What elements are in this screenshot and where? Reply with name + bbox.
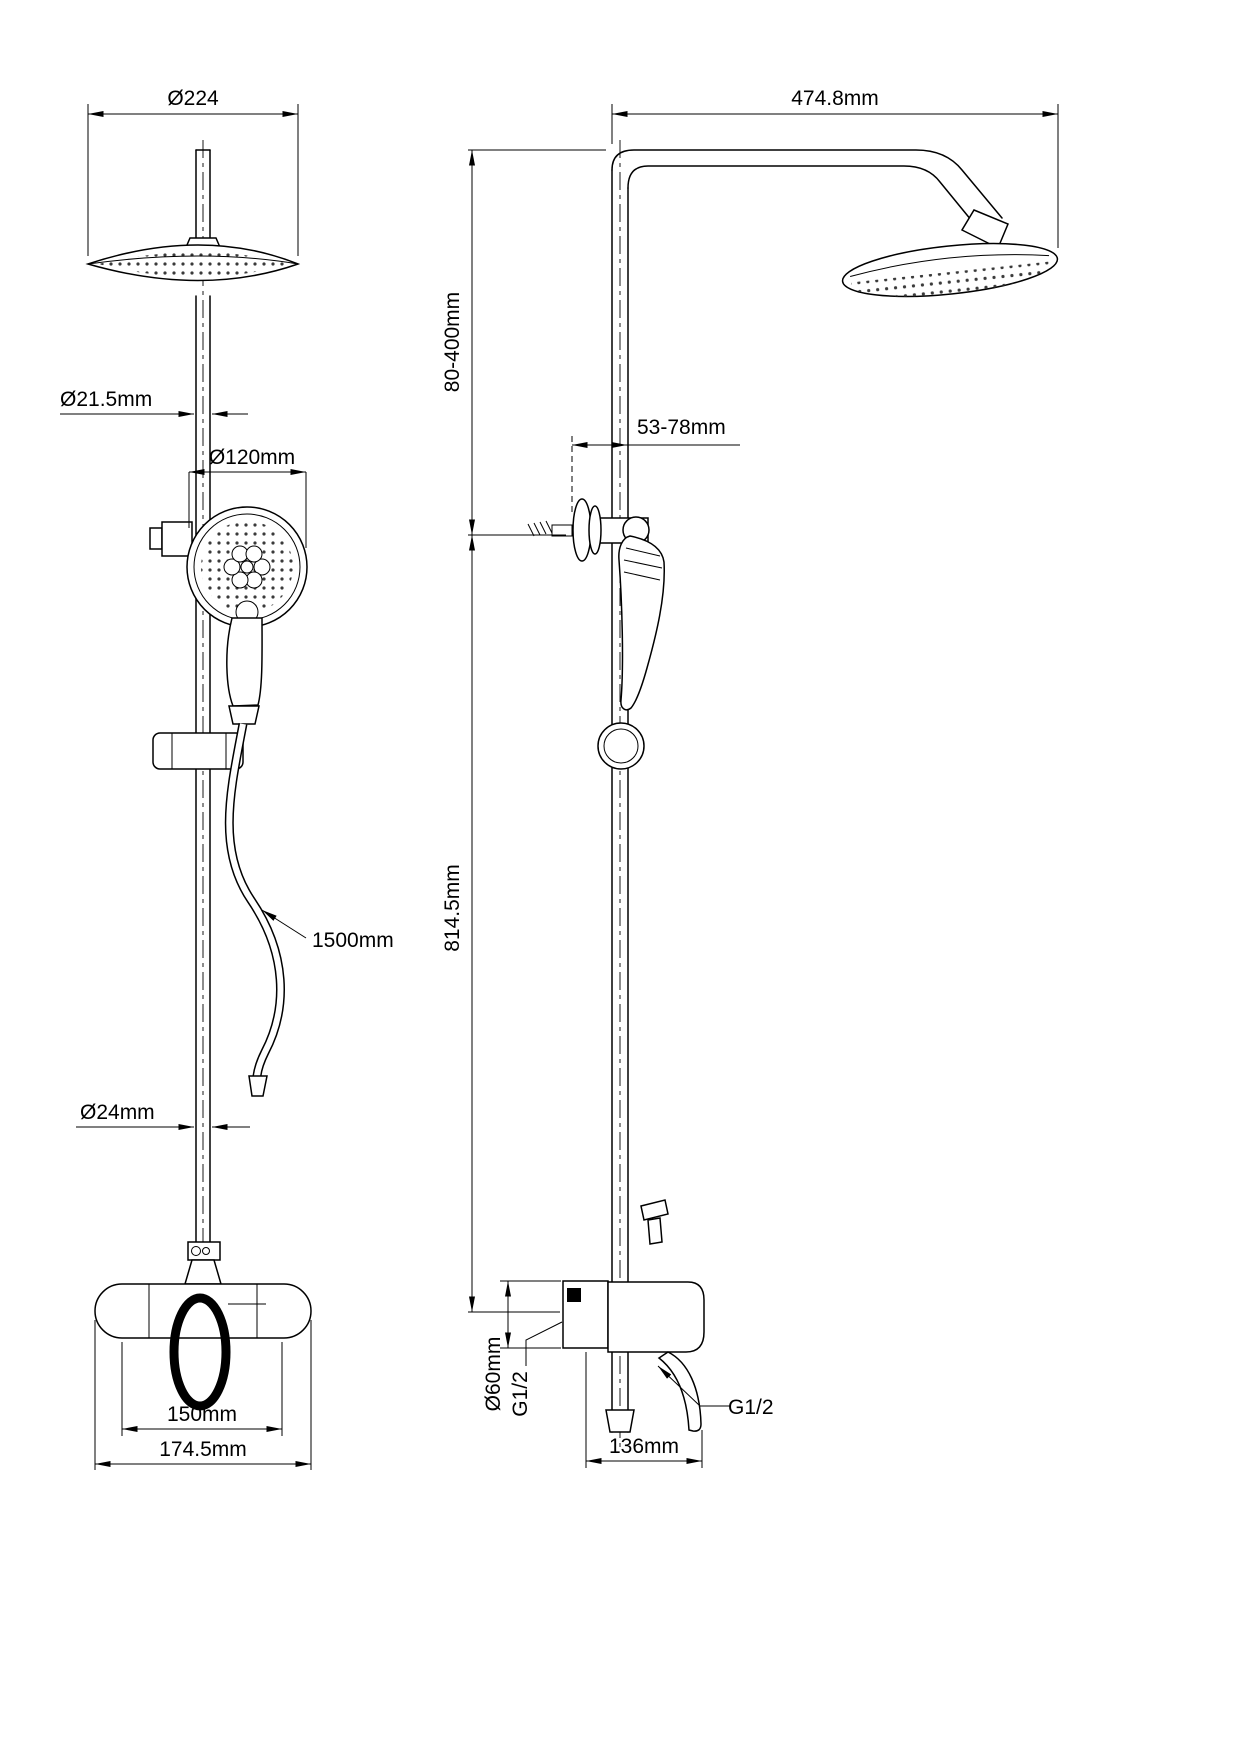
- dim-inlet-thread-label: G1/2: [509, 1371, 532, 1417]
- dim-lower-riser-diameter: Ø24mm: [76, 1101, 250, 1130]
- dim-handshower-diameter-label: Ø120mm: [209, 446, 295, 469]
- riser-pipe-side: [611, 169, 629, 1433]
- dim-escutcheon-diameter: Ø60mm: [482, 1280, 561, 1412]
- dim-arm-reach-label: 474.8mm: [791, 87, 879, 110]
- side-view: 474.8mm 80-400mm 53-78mm 814.5mm Ø60mm: [441, 87, 1059, 1468]
- mixer-front: [94, 1283, 312, 1411]
- front-view: Ø224 Ø21.5mm Ø120mm 1500mm Ø24mm 150mm: [60, 87, 394, 1470]
- diverter-knob: [640, 1199, 669, 1245]
- dim-inlet-thread: G1/2: [509, 1321, 563, 1417]
- dim-hose-length: 1500mm: [261, 909, 394, 952]
- slider-clamp-front: [152, 732, 244, 770]
- dim-head-diameter: Ø224: [87, 87, 299, 256]
- dim-riser-diameter-label: Ø21.5mm: [60, 388, 152, 411]
- dim-inlet-center-distance-label: 150mm: [167, 1403, 237, 1426]
- dim-mixer-overall-width: 174.5mm: [94, 1320, 312, 1470]
- dim-outlet-thread-label: G1/2: [728, 1396, 774, 1419]
- dim-wall-offset-label: 136mm: [609, 1435, 679, 1458]
- dim-wall-offset: 136mm: [585, 1352, 703, 1468]
- dim-hose-length-label: 1500mm: [312, 929, 394, 952]
- mixer-body-side: [607, 1281, 705, 1353]
- dim-riser-diameter: Ø21.5mm: [60, 388, 248, 417]
- dim-arm-reach: 474.8mm: [611, 87, 1059, 248]
- dim-riser-height: 814.5mm: [441, 535, 560, 1313]
- dim-escutcheon-diameter-label: Ø60mm: [482, 1337, 505, 1412]
- mixer-side: [562, 1199, 705, 1433]
- spray-flower-pattern: [223, 545, 271, 589]
- dim-height-adjustment: 80-400mm: [441, 149, 606, 536]
- dim-outlet-thread: G1/2: [657, 1365, 774, 1419]
- mixer-handle-loop: [169, 1293, 231, 1411]
- handshower-holder-front: [149, 521, 193, 557]
- dim-wall-bracket-range-label: 53-78mm: [637, 416, 726, 439]
- shower-hose: [224, 723, 285, 1097]
- dim-inlet-center-distance: 150mm: [121, 1342, 283, 1436]
- hand-shower-side: [618, 535, 666, 711]
- inlet-marker: [567, 1288, 581, 1302]
- dim-handshower-diameter: Ø120mm: [188, 446, 307, 548]
- hand-shower-front: [186, 506, 308, 725]
- outlet-nut: [605, 1409, 635, 1433]
- handshower-handle: [226, 617, 263, 707]
- shower-arm-side: [611, 149, 1009, 250]
- dim-height-adjustment-label: 80-400mm: [441, 292, 464, 392]
- dim-head-diameter-label: Ø224: [167, 87, 219, 110]
- dim-mixer-overall-width-label: 174.5mm: [159, 1438, 247, 1461]
- riser-bottom-fitting-front: [184, 1241, 222, 1285]
- overhead-shower-side: [841, 242, 1059, 305]
- slider-knob-side: [597, 722, 645, 770]
- mixer-lever: [657, 1351, 702, 1432]
- dim-wall-bracket-range: 53-78mm: [571, 416, 740, 512]
- overhead-shower-front: [85, 237, 301, 282]
- dim-riser-height-label: 814.5mm: [441, 864, 464, 952]
- dim-lower-riser-diameter-label: Ø24mm: [80, 1101, 155, 1124]
- wall-screw: [527, 520, 573, 537]
